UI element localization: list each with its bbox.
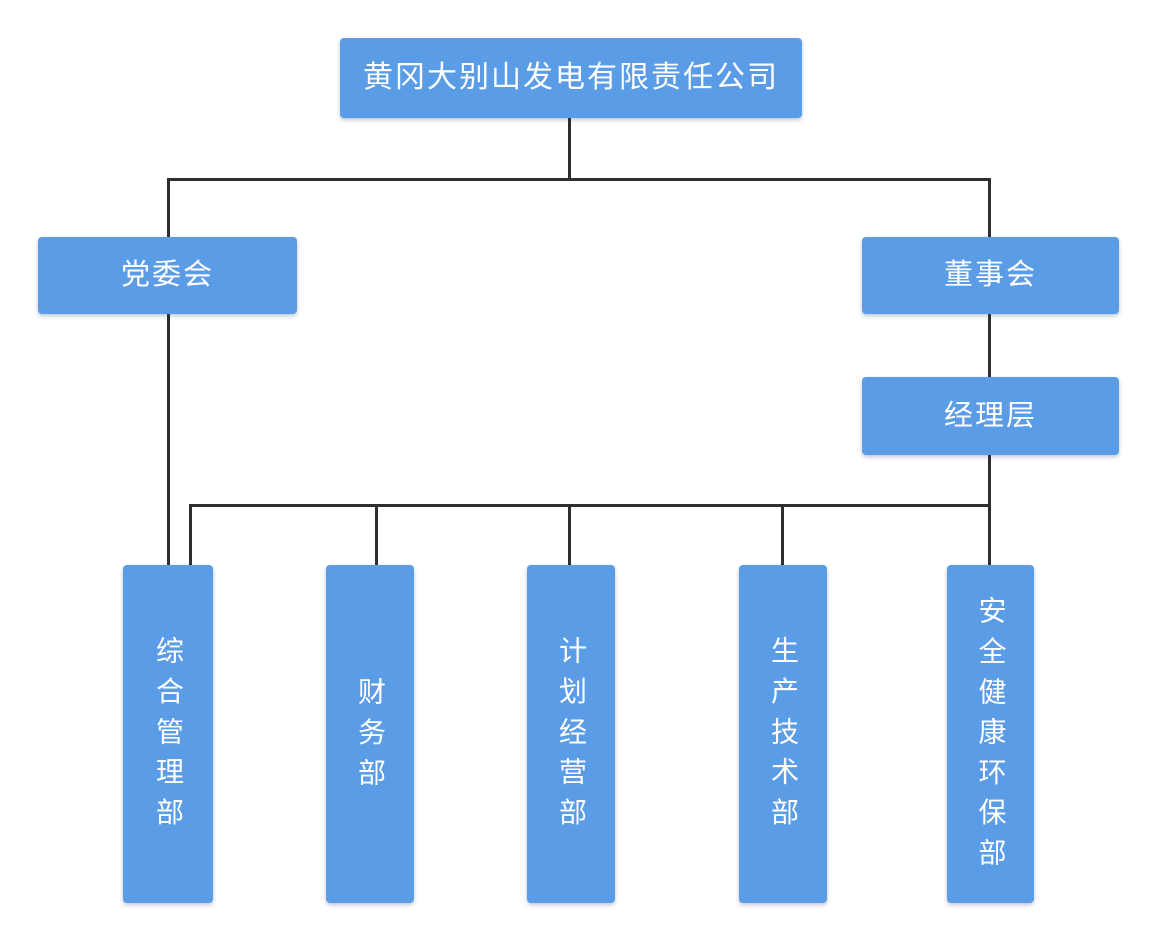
connector-drop-board	[988, 178, 991, 238]
connector-party-to-dept1	[167, 314, 170, 566]
connector-drop-dept-3	[568, 504, 571, 566]
connector-top-rail	[167, 178, 991, 181]
connector-drop-dept-4	[781, 504, 784, 566]
connector-root-stem	[568, 118, 571, 180]
org-node-dept-planning-operations: 计划经营部	[527, 565, 615, 903]
org-node-party-committee: 党委会	[38, 237, 297, 314]
connector-drop-dept-1	[189, 504, 192, 566]
connector-drop-dept-2	[375, 504, 378, 566]
connector-branch-rail	[189, 504, 991, 507]
org-node-dept-general-management: 综合管理部	[123, 565, 213, 903]
connector-mgmt-stem	[988, 455, 991, 506]
org-node-board-of-directors: 董事会	[862, 237, 1119, 314]
org-node-dept-safety-health-environment: 安全健康环保部	[947, 565, 1034, 903]
connector-board-to-mgmt	[988, 314, 991, 378]
org-node-dept-production-technology: 生产技术部	[739, 565, 827, 903]
org-node-dept-finance: 财务部	[326, 565, 414, 903]
org-node-management-level: 经理层	[862, 377, 1119, 455]
org-node-company-root: 黄冈大别山发电有限责任公司	[340, 38, 802, 118]
connector-drop-dept-5	[988, 504, 991, 566]
connector-drop-party	[167, 178, 170, 238]
